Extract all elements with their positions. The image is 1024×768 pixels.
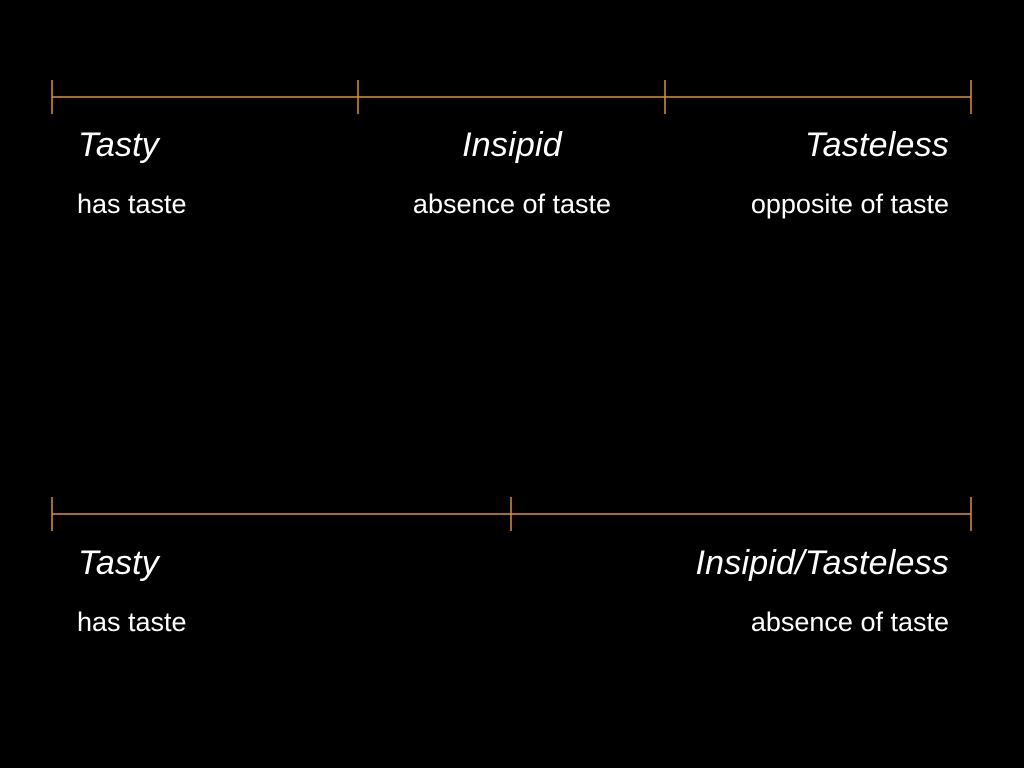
scale-two-term-insipid-tasteless: Insipid/Tasteless	[695, 544, 949, 582]
scale-one-meaning-tasty: has taste	[77, 189, 187, 219]
scale-two-meaning-insipid-tasteless: absence of taste	[750, 607, 949, 637]
scale-one-term-tasty: Tasty	[78, 126, 160, 164]
scale-two-meaning-tasty: has taste	[77, 607, 187, 637]
scale-one-meaning-insipid: absence of taste	[412, 189, 612, 219]
scale-two-term-tasty: Tasty	[78, 544, 160, 582]
scale-one-meaning-tasteless: opposite of taste	[750, 189, 949, 219]
scale-one-term-tasteless: Tasteless	[804, 126, 949, 164]
scale-one-term-insipid: Insipid	[462, 126, 562, 164]
